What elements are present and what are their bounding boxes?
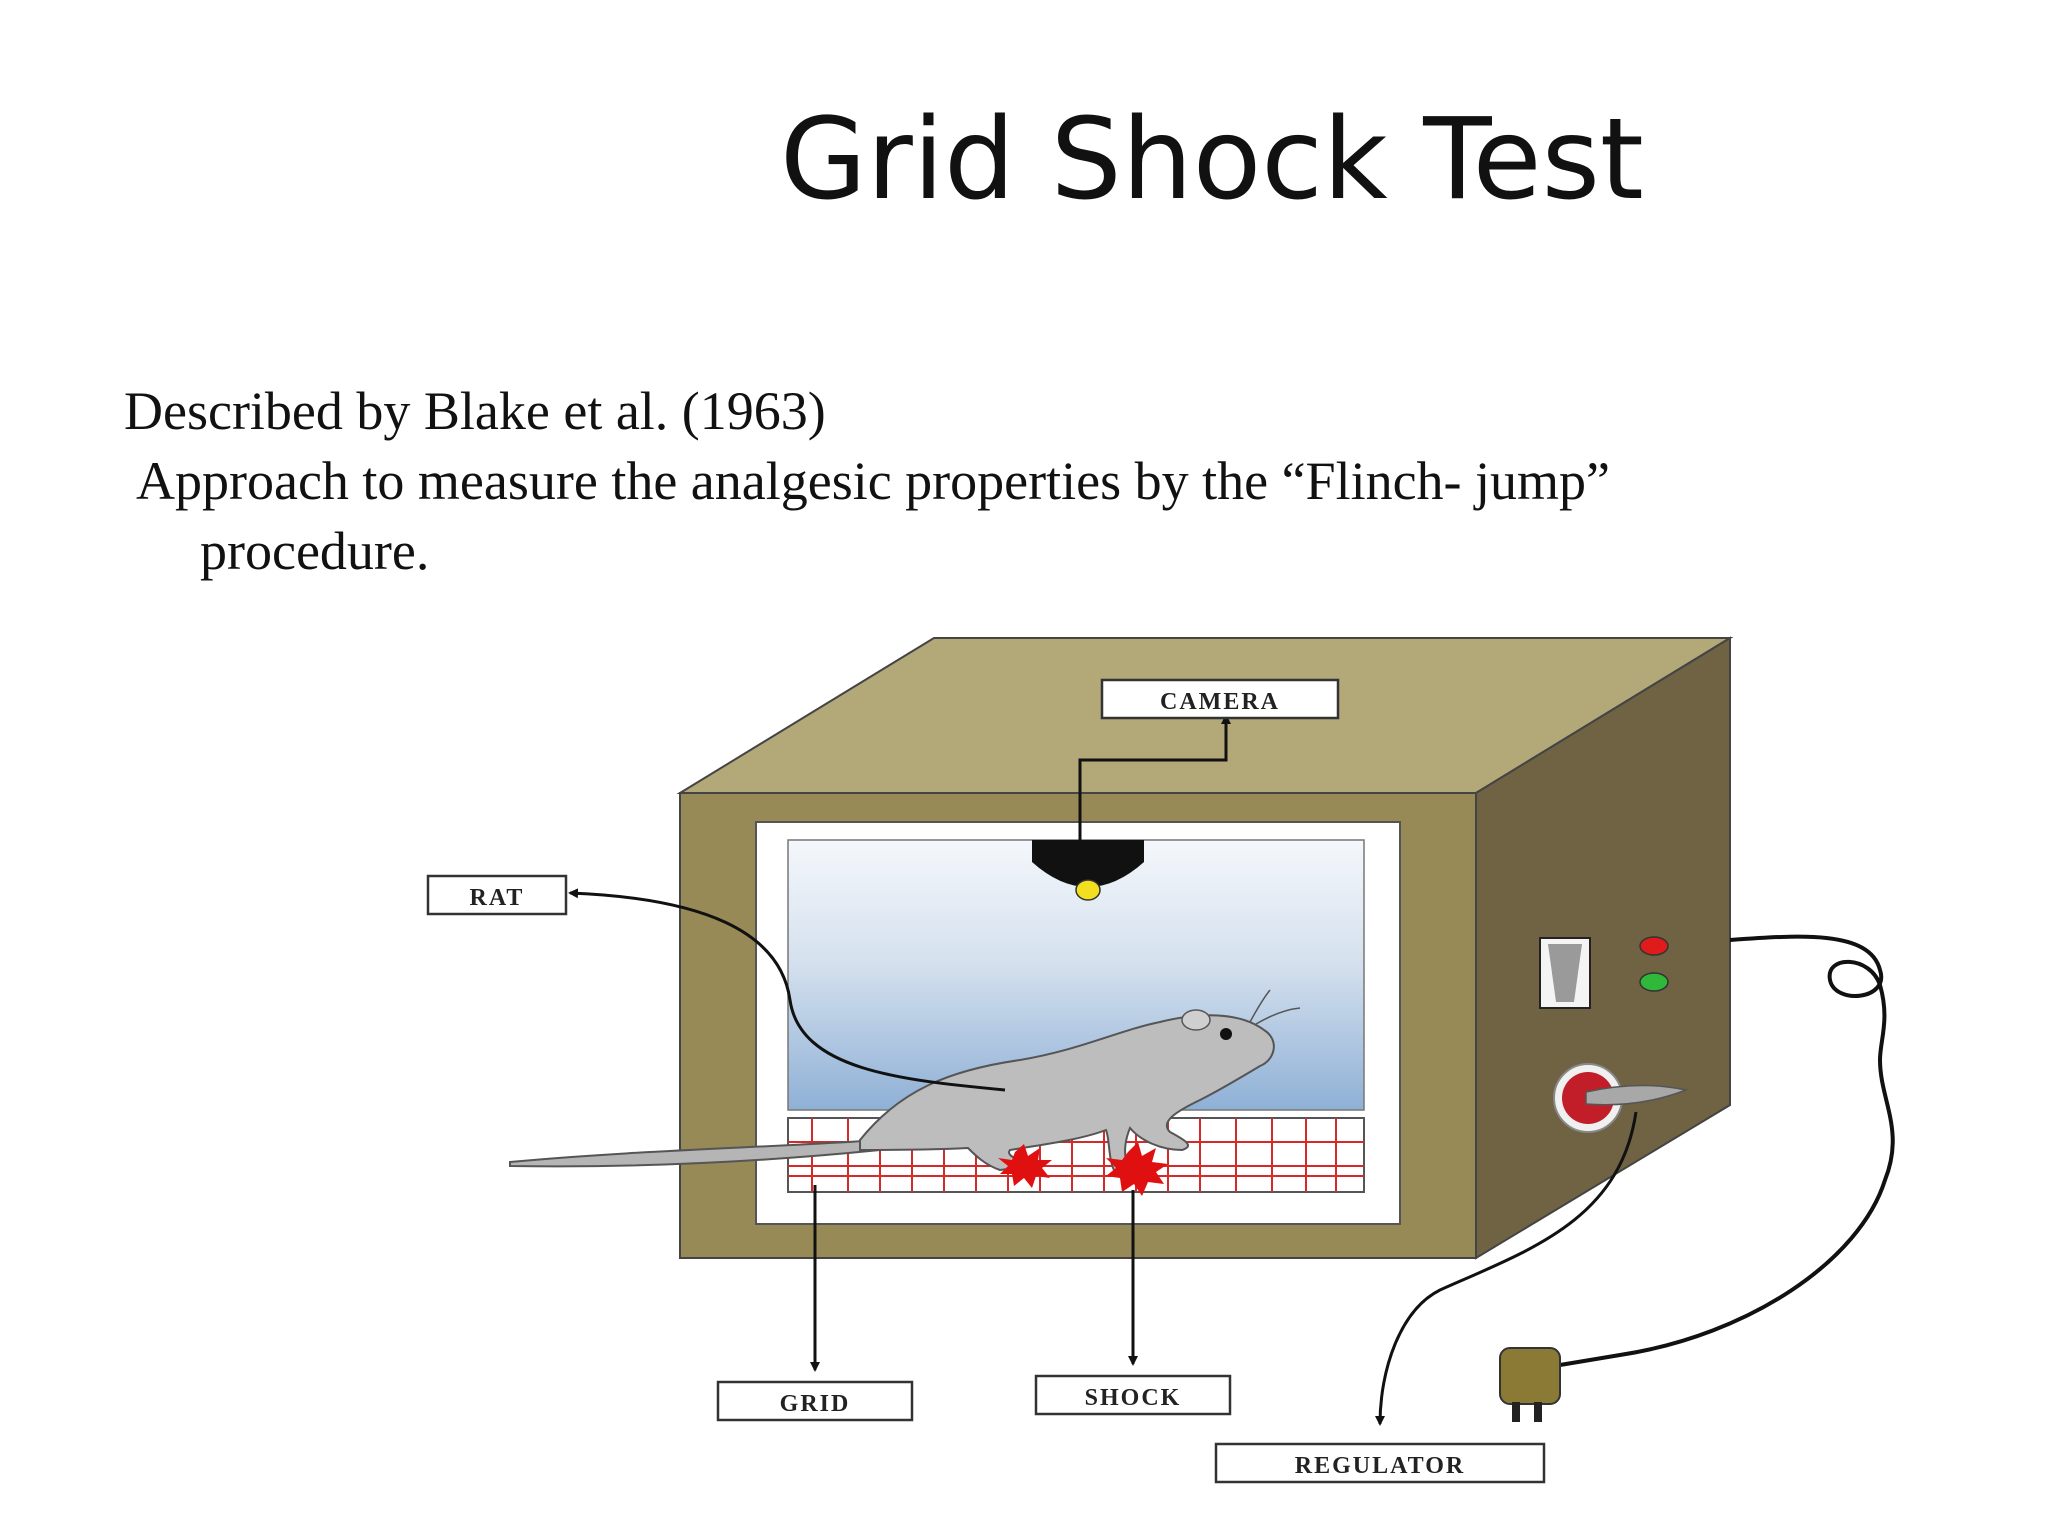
apparatus-box xyxy=(676,636,1734,1260)
grid-label: GRID xyxy=(716,1380,914,1422)
plug-icon xyxy=(1499,1347,1561,1422)
shock-spark-left xyxy=(998,1144,1052,1188)
power-cable xyxy=(1559,934,1895,1367)
shock-label: SHOCK xyxy=(1034,1374,1232,1416)
body-line-description: Described by Blake et al. (1963) xyxy=(124,381,826,441)
side-switch xyxy=(1539,937,1591,1009)
svg-text:RAT: RAT xyxy=(470,885,525,911)
svg-text:GRID: GRID xyxy=(780,1391,851,1417)
shock-spark-right xyxy=(1106,1142,1168,1196)
rat-ear xyxy=(1181,1009,1211,1031)
rat-whiskers xyxy=(1249,989,1301,1025)
slide-body: Described by Blake et al. (1963) Approac… xyxy=(124,376,1824,586)
svg-text:CAMERA: CAMERA xyxy=(1160,689,1280,715)
body-line-approach: Approach to measure the analgesic proper… xyxy=(136,451,1611,581)
camera-label: CAMERA xyxy=(1100,678,1340,720)
rat-figure xyxy=(509,989,1301,1196)
svg-text:REGULATOR: REGULATOR xyxy=(1295,1453,1465,1479)
regulator-knob xyxy=(1553,1063,1689,1133)
rat-connector xyxy=(568,888,1006,1092)
regulator-connector xyxy=(1375,1111,1638,1426)
rat-eye xyxy=(1220,1028,1232,1040)
svg-text:SHOCK: SHOCK xyxy=(1085,1385,1182,1411)
regulator-label: REGULATOR xyxy=(1214,1442,1546,1484)
rat-label: RAT xyxy=(426,874,568,916)
camera-connector xyxy=(1078,714,1231,842)
slide-title: Grid Shock Test xyxy=(780,95,1644,225)
green-indicator-light xyxy=(1639,972,1669,992)
camera-lens xyxy=(1075,879,1101,901)
camera-body xyxy=(1032,840,1144,887)
red-indicator-light xyxy=(1639,936,1669,956)
label-connectors xyxy=(568,714,1638,1426)
